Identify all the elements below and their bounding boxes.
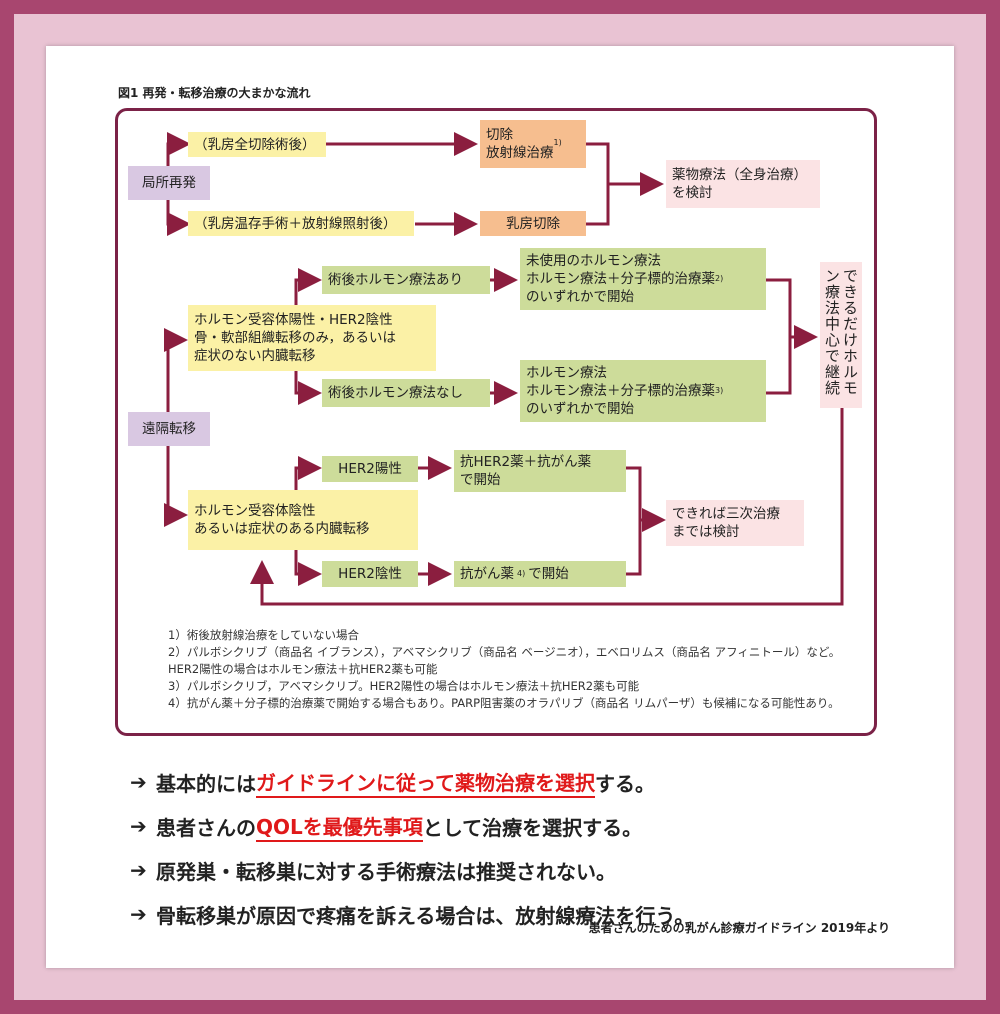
node-after-mastectomy: （乳房全切除術後） <box>188 132 326 157</box>
key-point-2-pre: 患者さんの <box>156 815 256 840</box>
connector-hrneg-bottom <box>294 550 322 586</box>
key-point-1-post: する。 <box>595 771 655 796</box>
figure-title: 図1 再発・転移治療の大まかな流れ <box>118 86 311 100</box>
node-anticancer-text: 抗がん薬 <box>460 566 514 582</box>
node-without-post-hormone: 術後ホルモン療法なし <box>322 379 490 407</box>
arrow-right-icon: ➔ <box>130 770 147 794</box>
node-continue-hormone: できるだけホルモン療法中心で継続 <box>820 262 862 408</box>
node-hormone-text: ホルモン療法 ホルモン療法＋分子標的治療薬 のいずれかで開始 <box>526 365 715 417</box>
node-hr-positive: ホルモン受容体陽性・HER2陰性 骨・軟部組織転移のみ，あるいは 症状のない内臓… <box>188 305 436 371</box>
note-ref-4: 4) <box>517 569 526 578</box>
node-unused-hormone-text: 未使用のホルモン療法 ホルモン療法＋分子標的治療薬 のいずれかで開始 <box>526 253 715 305</box>
connector-hrpos-bottom <box>294 370 322 405</box>
key-point-1: ➔ 基本的にはガイドラインに従って薬物治療を選択する。 <box>130 760 694 804</box>
node-breast-removal: 乳房切除 <box>480 211 586 236</box>
node-her2-negative: HER2陰性 <box>322 561 418 587</box>
key-point-4: ➔ 骨転移巣が原因で疼痛を訴える場合は、放射線療法を行う。 <box>130 892 694 936</box>
arrow-right-icon: ➔ <box>130 858 147 882</box>
key-point-3-text: 原発巣・転移巣に対する手術療法は推奨されない。 <box>156 859 616 884</box>
node-hr-negative: ホルモン受容体陰性 あるいは症状のある内臓転移 <box>188 490 418 550</box>
key-point-4-text: 骨転移巣が原因で疼痛を訴える場合は、放射線療法を行う。 <box>156 903 695 928</box>
node-her2-positive: HER2陽性 <box>322 456 418 482</box>
key-point-3: ➔ 原発巣・転移巣に対する手術療法は推奨されない。 <box>130 848 694 892</box>
footnotes: 1）術後放射線治療をしていない場合 2）パルボシクリブ（商品名 イブランス），ア… <box>168 627 858 712</box>
connector-local-bottom <box>166 200 191 236</box>
key-point-2-highlight: QOLを最優先事項 <box>256 811 423 842</box>
note-ref-2: 2) <box>715 274 724 283</box>
key-point-2-post: として治療を選択する。 <box>422 815 643 840</box>
connector-feedback-loop <box>250 408 844 606</box>
key-point-1-pre: 基本的には <box>156 771 256 796</box>
connector-distant-top <box>164 328 188 412</box>
source-citation: 患者さんのための乳がん診療ガイドライン 2019年より <box>588 921 890 935</box>
key-point-1-highlight: ガイドラインに従って薬物治療を選択 <box>256 767 595 798</box>
connector-merge-chemo <box>625 466 642 576</box>
node-with-post-hormone: 術後ホルモン療法あり <box>322 266 490 294</box>
connector-merge-hormone <box>765 278 792 395</box>
note-ref-3: 3) <box>715 386 724 395</box>
connector-distant-bottom <box>164 446 188 527</box>
arrow-right-icon: ➔ <box>130 902 147 926</box>
note-ref-1: 1) <box>553 138 562 147</box>
node-local-recurrence: 局所再発 <box>128 166 210 200</box>
footnote-2: 2）パルボシクリブ（商品名 イブランス），アベマシクリブ（商品名 ベージニオ），… <box>168 645 841 676</box>
node-anticancer-start: で開始 <box>528 566 569 582</box>
connector-hrpos-top <box>294 268 322 305</box>
node-after-conserving: （乳房温存手術＋放射線照射後） <box>188 211 414 236</box>
flowchart-frame <box>115 108 877 736</box>
footnote-4: 4）抗がん薬＋分子標的治療薬で開始する場合もあり。PARP阻害薬のオラパリブ（商… <box>168 696 840 710</box>
connector-hrneg-top <box>294 456 322 490</box>
node-anti-her2: 抗HER2薬＋抗がん薬 で開始 <box>454 450 626 492</box>
node-distant-metastasis: 遠隔転移 <box>128 412 210 446</box>
footnote-3: 3）パルボシクリブ，アベマシクリブ。HER2陽性の場合はホルモン療法＋抗HER2… <box>168 679 640 693</box>
connector-merge-local <box>585 142 610 226</box>
connector-local-top <box>166 132 191 166</box>
node-drug-therapy: 薬物療法（全身治療） を検討 <box>666 160 820 208</box>
footnote-1: 1）術後放射線治療をしていない場合 <box>168 628 359 642</box>
node-excision-text: 切除 放射線治療 <box>486 127 554 161</box>
arrow-right-icon: ➔ <box>130 814 147 838</box>
node-third-line: できれば三次治療 までは検討 <box>666 500 804 546</box>
